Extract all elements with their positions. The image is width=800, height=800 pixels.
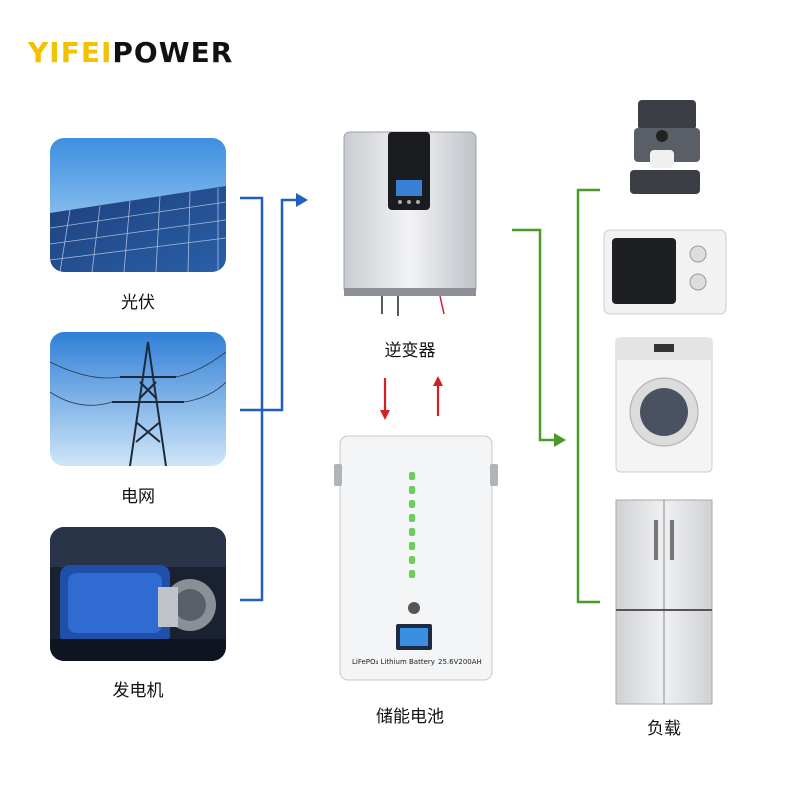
arrow-to-inverter <box>296 193 308 207</box>
logo-part1: YIFEI <box>28 36 113 69</box>
source-bus-lines <box>240 196 298 602</box>
brand-logo: YIFEIPOWER <box>28 36 233 69</box>
arrow-down-icon <box>380 410 390 420</box>
solar-panel-image <box>50 138 226 272</box>
refrigerator-image <box>614 498 714 706</box>
coffee-machine-image <box>620 92 710 202</box>
source-label-solar: 光伏 <box>121 293 155 313</box>
source-label-grid: 电网 <box>121 487 155 507</box>
load-bus-lines <box>512 188 600 604</box>
battery-flow-arrows <box>383 378 440 416</box>
arrow-up-icon <box>433 376 443 386</box>
microwave-image <box>602 226 728 318</box>
source-label-generator: 发电机 <box>112 681 164 701</box>
logo-part2: POWER <box>112 36 234 69</box>
battery-rating: 25.6V200AH <box>438 658 482 666</box>
battery-chemistry: LiFePO₄ Lithium Battery <box>352 658 435 666</box>
arrow-to-load <box>554 433 566 447</box>
battery-device: LiFePO₄ Lithium Battery 25.6V200AH <box>334 434 498 684</box>
generator-image <box>50 527 226 661</box>
inverter-device <box>340 128 480 318</box>
power-grid-image <box>50 332 226 466</box>
battery-label: 储能电池 <box>376 707 444 727</box>
load-label: 负载 <box>647 719 681 739</box>
washing-machine-image <box>614 336 714 474</box>
inverter-label: 逆变器 <box>384 341 436 361</box>
